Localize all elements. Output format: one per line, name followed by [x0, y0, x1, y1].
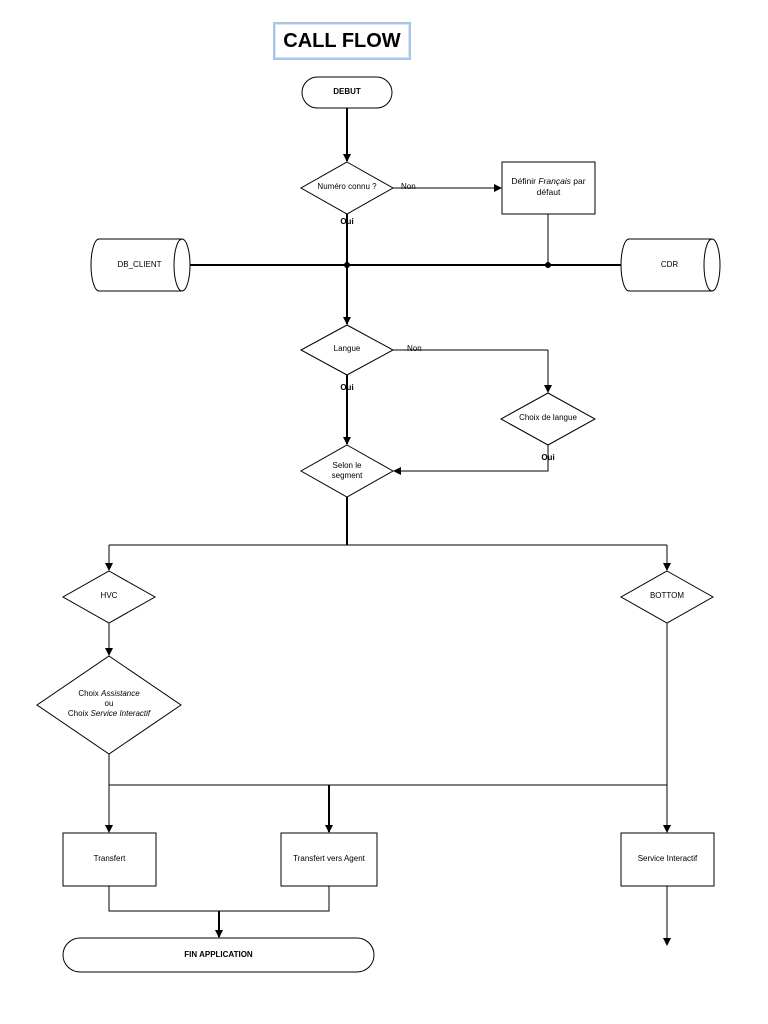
junction-dot — [344, 262, 350, 268]
debut-label: DEBUT — [333, 87, 361, 96]
choix-text-ou: ou — [104, 699, 114, 708]
junction-dot — [545, 262, 551, 268]
definir-text-b: par — [570, 176, 586, 186]
numero-connu-label: Numéro connu ? — [317, 182, 377, 191]
choix-langue-label: Choix de langue — [519, 413, 577, 422]
definir-text-a: Définir — [511, 176, 539, 186]
fin-application-terminator — [62, 937, 375, 973]
hvc-label: HVC — [100, 591, 118, 600]
definir-text-em: Français — [538, 176, 571, 186]
cdr-label: CDR — [660, 260, 679, 269]
selon-segment-label: Selon le segment — [301, 461, 393, 481]
choix-text-a: Choix — [78, 689, 101, 698]
bottom-label: BOTTOM — [649, 591, 685, 600]
definir-francais-label: Définir Français par défaut — [502, 176, 595, 197]
choix-text-c: Choix — [67, 709, 91, 718]
fin-application-label: FIN APPLICATION — [184, 950, 253, 959]
edge-label-non: Non — [407, 344, 422, 353]
choix-assistance-label: Choix Assistance ou Choix Service Intera… — [37, 689, 181, 719]
transfert-agent-label: Transfert vers Agent — [293, 854, 365, 863]
db-client-storage — [90, 238, 191, 292]
service-interactif-process — [620, 832, 715, 887]
db-client-label: DB_CLIENT — [117, 260, 162, 269]
transfert-label: Transfert — [93, 854, 126, 863]
page-title: CALL FLOW — [273, 22, 411, 60]
definir-francais-process — [501, 161, 596, 215]
segment-line2: segment — [331, 471, 363, 480]
choix-text-em2: Service Interactif — [90, 709, 151, 718]
transfert-process — [62, 832, 157, 887]
langue-label: Langue — [333, 344, 361, 353]
edge-label-oui: Oui — [340, 383, 354, 392]
definir-text-line2: défaut — [536, 186, 561, 197]
segment-line1: Selon le — [332, 461, 362, 470]
transfert-agent-process — [280, 832, 378, 887]
choix-text-em: Assistance — [101, 689, 140, 698]
edge-label-non: Non — [401, 182, 416, 191]
service-interactif-label: Service Interactif — [637, 854, 698, 863]
edge-label-oui: Oui — [340, 217, 354, 226]
edge-label-oui: Oui — [541, 453, 555, 462]
connectors — [105, 108, 671, 946]
cdr-storage — [620, 238, 721, 292]
